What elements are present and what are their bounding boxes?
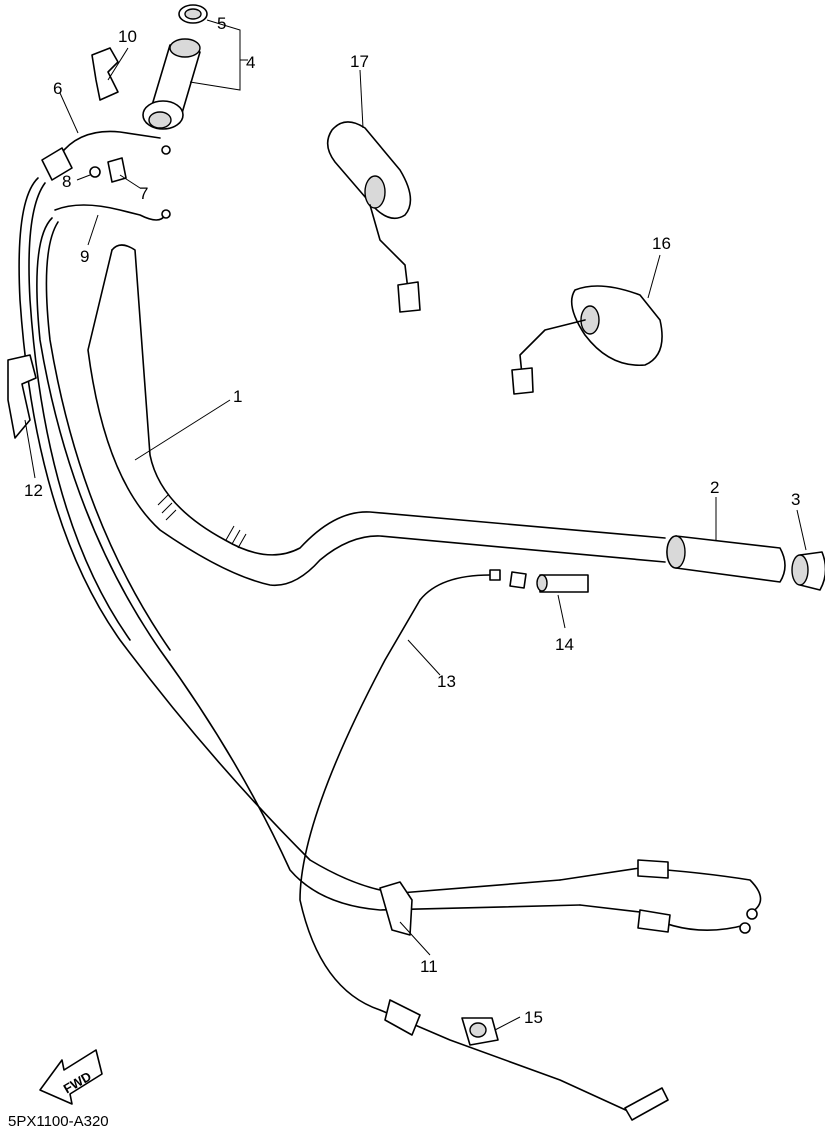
- drawing-code: 5PX1100-A320: [8, 1113, 109, 1130]
- clamp-10: [91, 47, 119, 101]
- clamp-12: [7, 354, 37, 439]
- callout-6: 6: [53, 79, 62, 98]
- grip: [666, 535, 786, 583]
- cable-13: [299, 569, 631, 1113]
- callout-8: 8: [62, 172, 71, 191]
- grip-end: [791, 551, 825, 591]
- callout-3: 3: [791, 490, 800, 509]
- screw-8: [89, 166, 101, 178]
- leader-lines: [24, 47, 807, 1031]
- callout-12: 12: [24, 481, 43, 500]
- callout-16: 16: [652, 234, 671, 253]
- callout-17: 17: [350, 52, 369, 71]
- callout-9: 9: [80, 247, 89, 266]
- callout-13: 13: [437, 672, 456, 691]
- callout-5: 5: [217, 14, 226, 33]
- handlebar: [87, 244, 666, 587]
- clamp-11: [379, 881, 413, 936]
- grip-cap: [178, 4, 208, 24]
- callout-11: 11: [420, 957, 438, 976]
- fwd-arrow: FWD: [39, 1049, 103, 1105]
- callout-14: 14: [555, 635, 574, 654]
- adjuster-14: [536, 574, 589, 593]
- callout-2: 2: [710, 478, 719, 497]
- callout-1: 1: [233, 387, 242, 406]
- bracket-7: [107, 157, 127, 183]
- clip-15: [461, 1017, 499, 1046]
- callout-15: 15: [524, 1008, 543, 1027]
- cable-9: [36, 204, 581, 911]
- callout-4: 4: [246, 53, 255, 72]
- mirror-17: [326, 121, 421, 313]
- callout-10: 10: [118, 27, 137, 46]
- throttle-cable: [18, 130, 561, 894]
- throttle-grip: [142, 38, 201, 130]
- connector-ends: [384, 859, 762, 1121]
- mirror-16: [511, 285, 663, 395]
- callout-7: 7: [139, 184, 148, 203]
